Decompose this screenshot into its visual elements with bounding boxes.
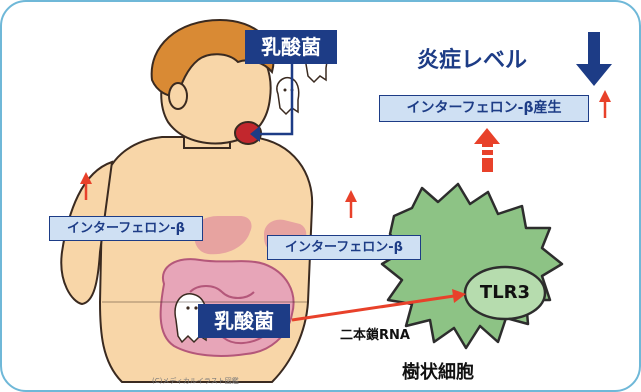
dendritic-cell-label: 樹状細胞	[402, 358, 474, 384]
ifn-label-center: インターフェロン-β	[267, 235, 421, 260]
tlr3-label: TLR3	[465, 282, 545, 303]
dsrna-label: 二本鎖RNA	[340, 324, 410, 343]
inflammation-level-label: 炎症レベル	[417, 42, 527, 74]
ifn-label-left: インターフェロン-β	[49, 216, 203, 241]
ifn-production-label: インターフェロン-β産生	[379, 95, 589, 122]
production-arrow	[474, 128, 500, 172]
lactic-bacteria-label-gut: 乳酸菌	[198, 304, 290, 338]
lactic-bacteria-label-top: 乳酸菌	[245, 30, 337, 64]
down-arrow-icon	[576, 32, 612, 86]
illustration-credit: (C)メディカルイラスト図鑑	[152, 376, 239, 386]
up-arrow-icon	[599, 90, 611, 118]
up-arrow-icon	[345, 190, 357, 218]
